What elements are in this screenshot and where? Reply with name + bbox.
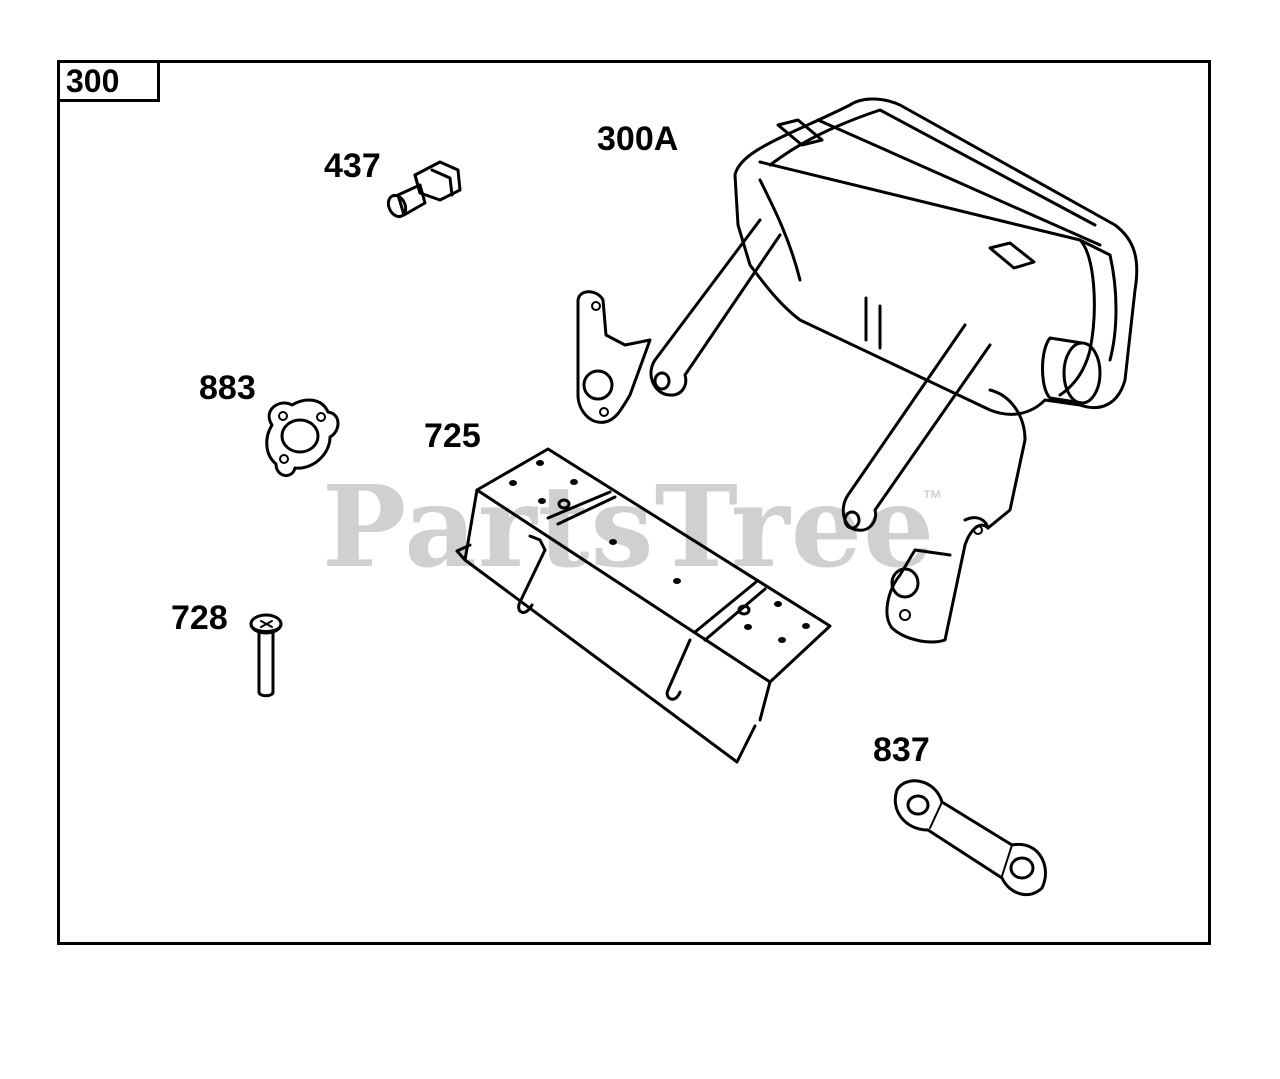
callout-437: 437 bbox=[324, 147, 381, 185]
part-437-bolt[interactable] bbox=[385, 160, 462, 219]
callout-300A: 300A bbox=[597, 120, 679, 158]
group-label: 300 bbox=[57, 60, 160, 102]
diagram-frame bbox=[57, 60, 1211, 945]
trademark-symbol: ™ bbox=[922, 487, 942, 509]
callout-728: 728 bbox=[171, 599, 228, 637]
callout-883: 883 bbox=[199, 369, 256, 407]
callout-837: 837 bbox=[873, 731, 930, 769]
part-728-screw[interactable] bbox=[249, 613, 283, 698]
part-883-gasket[interactable] bbox=[265, 398, 340, 477]
part-725-heat-shield[interactable] bbox=[455, 447, 832, 764]
callout-725: 725 bbox=[424, 417, 481, 455]
part-300A-muffler[interactable] bbox=[576, 97, 1139, 644]
part-837-lock-plate[interactable] bbox=[893, 779, 1047, 897]
watermark: PartsTree bbox=[322, 462, 936, 593]
